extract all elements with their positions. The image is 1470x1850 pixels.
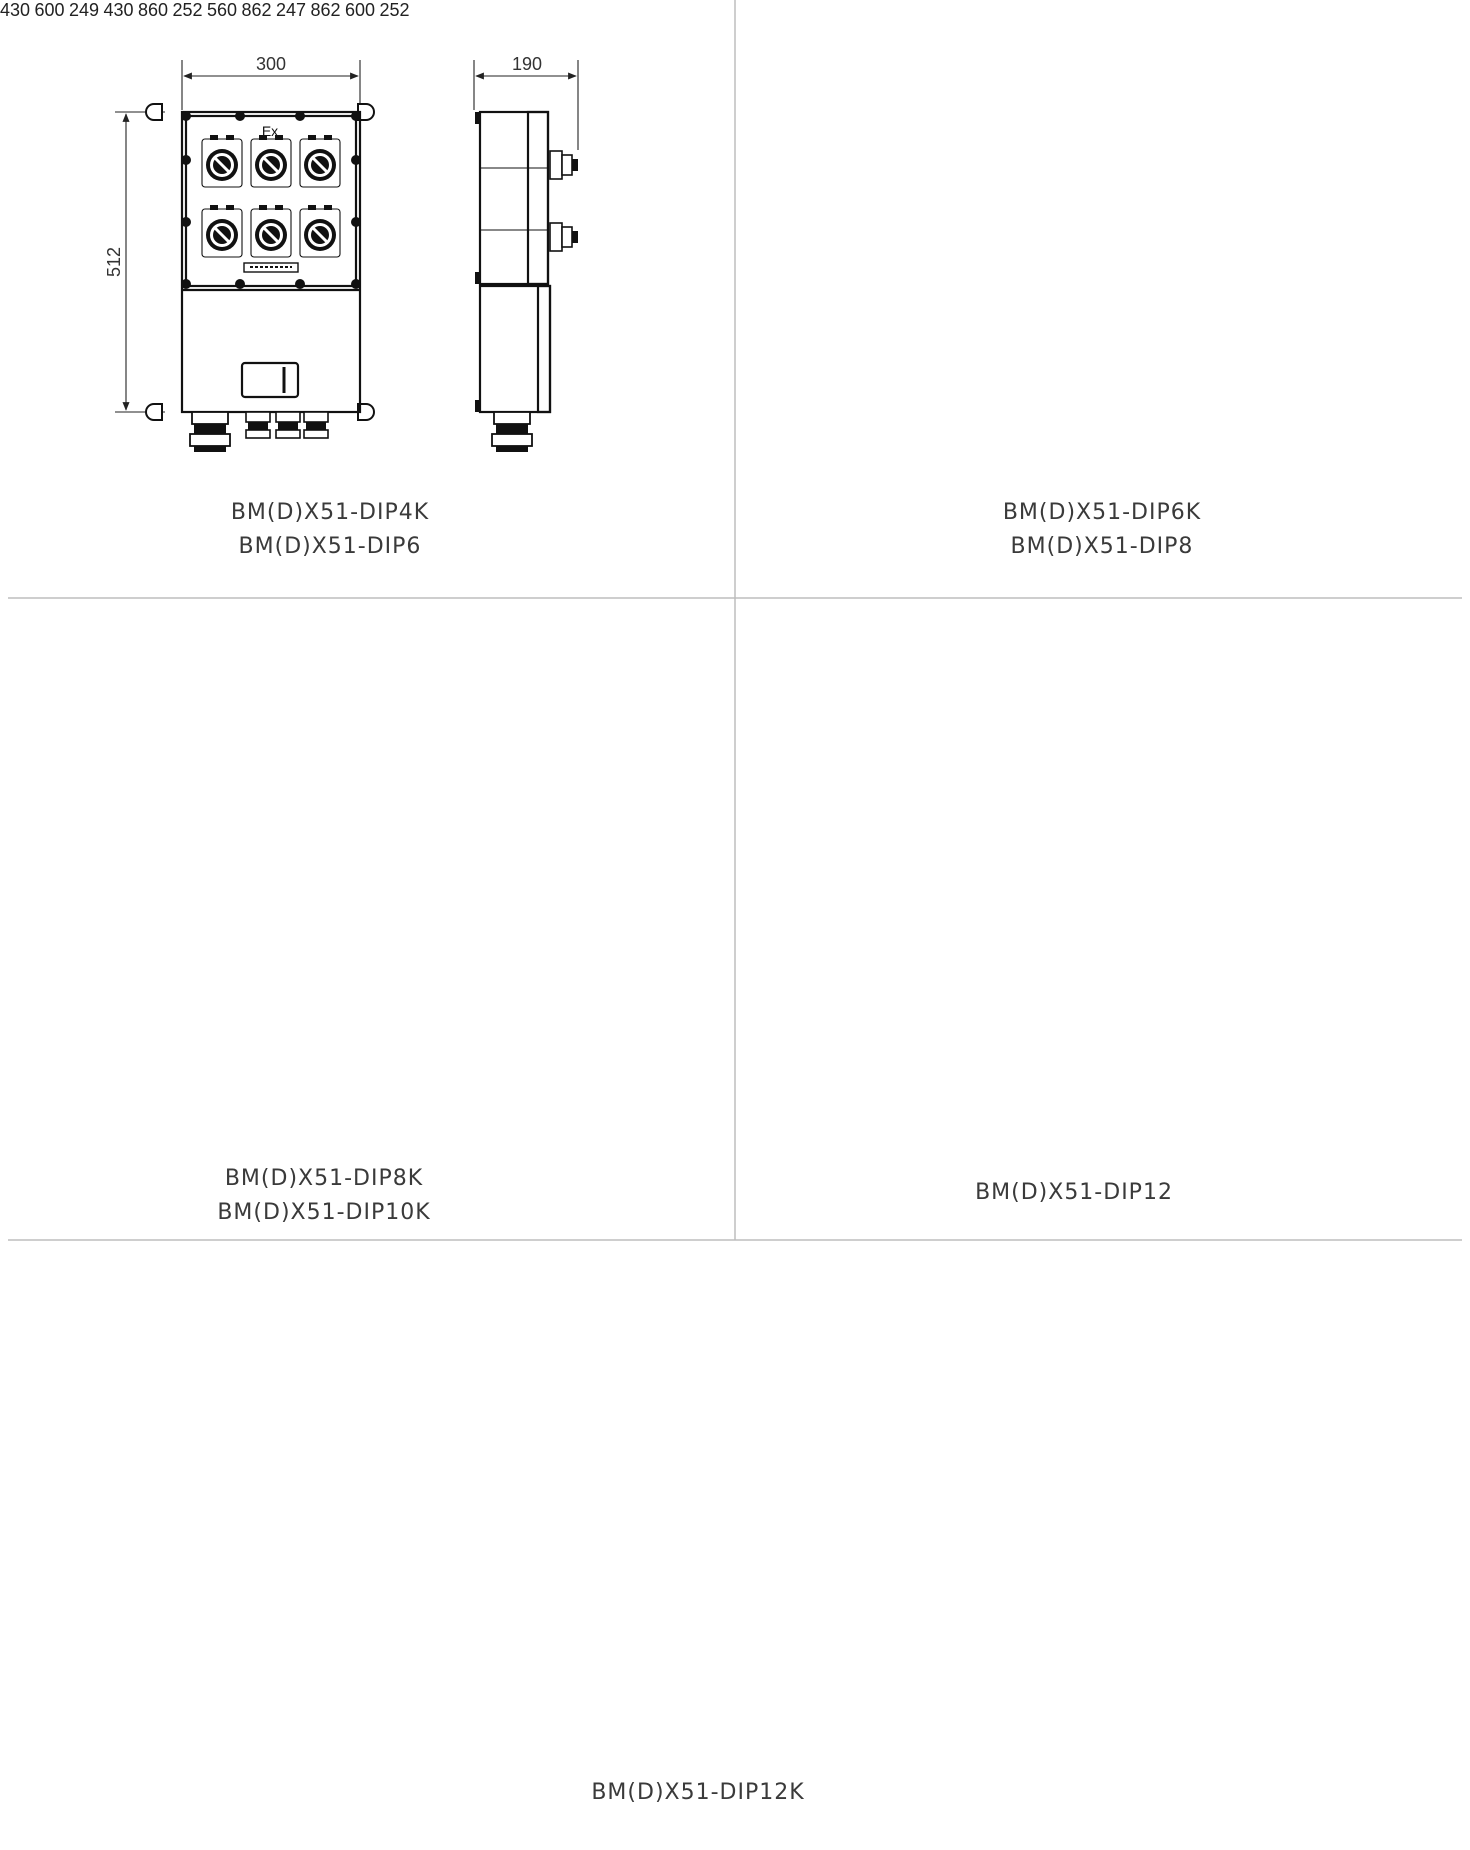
socket-switch-icon [249, 203, 293, 259]
side-view: 190 [473, 54, 579, 453]
socket-switch-icon [200, 203, 244, 259]
width-label: 560 [207, 0, 238, 20]
model-name: BM(D)X51-DIP12 [975, 1180, 1173, 1205]
model-name: BM(D)X51-DIP8K [224, 1166, 424, 1191]
model-name: BM(D)X51-DIP6 [238, 534, 422, 559]
side-protrusion [549, 150, 579, 180]
drawing-dip8k: 430 860 252 [103, 0, 208, 20]
model-name: BM(D)X51-DIP8 [1010, 534, 1194, 559]
cable-gland [303, 411, 329, 439]
socket-switch-icon [200, 133, 244, 189]
socket-switch-icon [298, 133, 342, 189]
front-view: 430 860 [103, 0, 173, 20]
cable-gland [245, 411, 271, 439]
depth-label: 249 [69, 0, 100, 20]
model-name: BM(D)X51-DIP10K [217, 1200, 431, 1225]
caption-dip12: BM(D)X51-DIP12 [864, 1176, 1284, 1210]
cable-gland-large [491, 411, 533, 453]
front-view: 560 862 [207, 0, 276, 20]
model-name: BM(D)X51-DIP6K [1002, 500, 1202, 525]
side-view: 247 [276, 0, 311, 20]
width-label: 862 [310, 0, 341, 20]
side-protrusion [549, 222, 579, 252]
model-name: BM(D)X51-DIP4K [230, 500, 430, 525]
height-label: 600 [345, 0, 376, 20]
socket-switch-icon [249, 133, 293, 189]
caption-dip12k: BM(D)X51-DIP12K [488, 1776, 908, 1810]
depth-label: 247 [276, 0, 307, 20]
caption-dip4k: BM(D)X51-DIP4K BM(D)X51-DIP6 [120, 496, 540, 564]
width-label: 430 [103, 0, 134, 20]
height-label: 600 [34, 0, 65, 20]
depth-label: 190 [512, 54, 542, 74]
width-label: 300 [256, 54, 286, 74]
front-view: 862 600 [310, 0, 380, 20]
drawing-dip12k: 862 600 [310, 0, 410, 20]
drawing-dip12: 560 862 247 [207, 0, 311, 20]
socket-switch-icon [298, 203, 342, 259]
depth-label: 252 [379, 0, 410, 20]
front-view: 430 600 [0, 0, 69, 20]
side-view: 252 [379, 0, 410, 20]
side-view: 252 [172, 0, 208, 20]
depth-label: 252 [172, 0, 203, 20]
nameplate-window [240, 361, 300, 399]
drawing-dip4k: 300 512 Ex [104, 54, 579, 453]
caption-dip8k: BM(D)X51-DIP8K BM(D)X51-DIP10K [114, 1162, 534, 1230]
front-view: 300 512 Ex [104, 54, 375, 453]
height-label: 862 [241, 0, 272, 20]
cable-gland [275, 411, 301, 439]
model-name: BM(D)X51-DIP12K [591, 1780, 805, 1805]
height-label: 860 [138, 0, 169, 20]
height-label: 512 [104, 247, 124, 277]
drawing-dip6k: 430 600 249 [0, 0, 104, 20]
side-view: 249 [69, 0, 104, 20]
cable-gland-large [189, 411, 231, 453]
caption-dip6k: BM(D)X51-DIP6K BM(D)X51-DIP8 [892, 496, 1312, 564]
width-label: 430 [0, 0, 31, 20]
